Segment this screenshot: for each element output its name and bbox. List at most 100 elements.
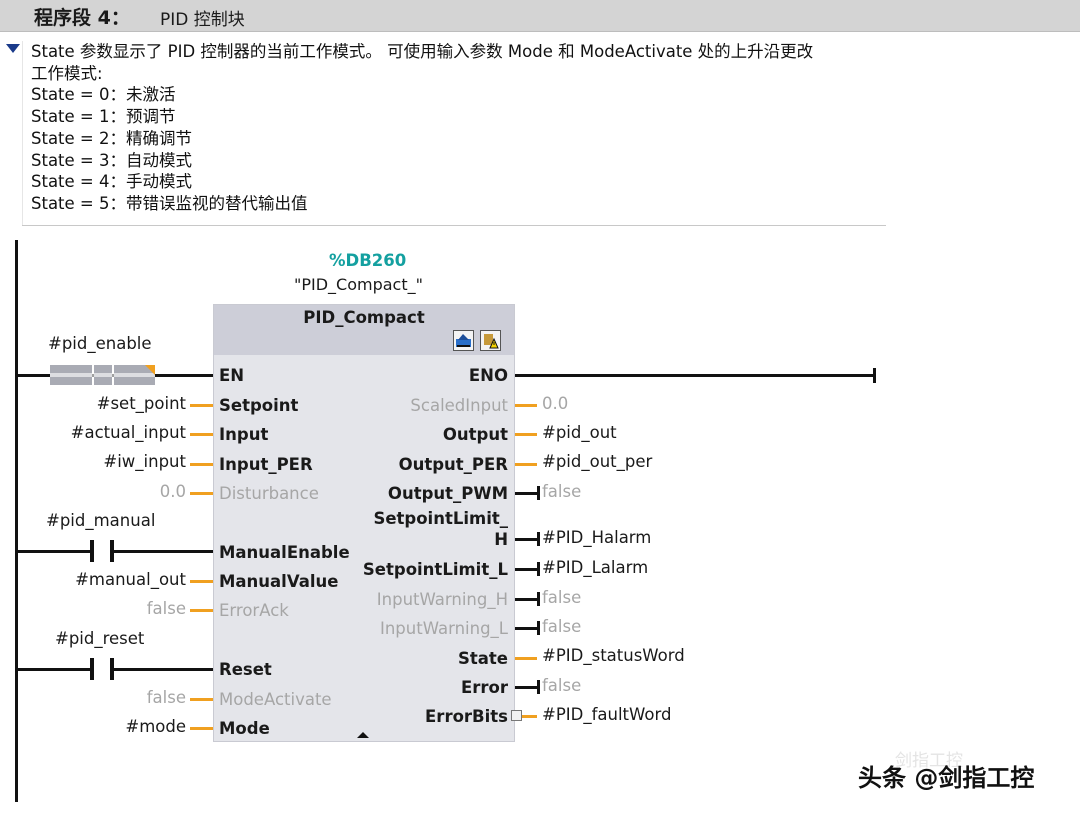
mode-wire <box>190 727 213 730</box>
error-bits-wire <box>522 715 537 718</box>
pin-mode: Mode <box>219 719 270 738</box>
manual-enable-wire-right <box>114 550 213 553</box>
input-operand[interactable]: #actual_input <box>70 423 186 442</box>
expand-arrow-icon[interactable] <box>357 732 369 738</box>
input-per-wire <box>190 463 213 466</box>
state-operand[interactable]: #PID_statusWord <box>542 646 685 665</box>
scaled-input-wire <box>515 404 537 407</box>
pin-en: EN <box>219 366 245 385</box>
input-per-operand[interactable]: #iw_input <box>103 452 186 471</box>
scaled-input-operand[interactable]: 0.0 <box>542 394 569 413</box>
commissioning-icon[interactable] <box>453 330 474 351</box>
reset-wire-left <box>17 668 90 671</box>
reset-contact-right[interactable] <box>110 658 114 680</box>
pin-manual-enable: ManualEnable <box>219 543 350 562</box>
pin-reset: Reset <box>219 660 272 679</box>
error-ack-operand[interactable]: false <box>146 599 186 618</box>
comment-line: State = 4：手动模式 <box>31 172 192 192</box>
state-wire <box>515 657 537 660</box>
network-subtitle: PID 控制块 <box>160 10 245 30</box>
setpoint-limit-l-operand[interactable]: #PID_Lalarm <box>542 558 649 577</box>
setpoint-limit-l-wire <box>515 568 537 571</box>
setpoint-wire <box>190 404 213 407</box>
pin-error-bits: ErrorBits <box>425 707 508 726</box>
input-warning-h-wire <box>515 598 537 601</box>
output-per-wire <box>515 463 537 466</box>
error-operand[interactable]: false <box>542 676 582 695</box>
pin-output-per: Output_PER <box>398 455 508 474</box>
output-operand[interactable]: #pid_out <box>542 423 617 442</box>
manual-contact-right[interactable] <box>110 540 114 562</box>
mode-operand[interactable]: #mode <box>125 717 186 736</box>
watermark-ghost: 剑指工控 <box>895 751 963 771</box>
db-number[interactable]: %DB260 <box>329 251 407 270</box>
pid-enable-contact[interactable] <box>50 365 155 385</box>
comment-line: State = 0：未激活 <box>31 85 176 105</box>
comment-line: 工作模式: <box>31 63 103 83</box>
en-operand[interactable]: #pid_enable <box>48 334 152 353</box>
output-pwm-wire <box>515 492 537 495</box>
reset-operand[interactable]: #pid_reset <box>55 629 145 648</box>
block-type-name: PID_Compact <box>303 308 425 327</box>
comment-line: State = 3：自动模式 <box>31 150 192 170</box>
pin-input-warning-h: InputWarning_H <box>376 590 508 609</box>
mode-activate-wire <box>190 698 213 701</box>
setpoint-limit-h-operand[interactable]: #PID_Halarm <box>542 528 652 547</box>
output-per-operand[interactable]: #pid_out_per <box>542 452 653 471</box>
eno-wire-end <box>873 368 876 383</box>
network-title: 程序段 4： <box>34 7 130 29</box>
configuration-icon[interactable] <box>480 330 501 351</box>
input-warning-l-wire-end <box>537 621 540 635</box>
reset-wire-right <box>114 668 213 671</box>
error-ack-wire <box>190 609 213 612</box>
mode-activate-operand[interactable]: false <box>146 688 186 707</box>
manual-value-wire <box>190 580 213 583</box>
setpoint-operand[interactable]: #set_point <box>96 394 186 413</box>
setpoint-limit-h-wire-end <box>537 532 540 546</box>
disturbance-wire <box>190 492 213 495</box>
manual-enable-operand[interactable]: #pid_manual <box>46 511 156 530</box>
manual-contact-left[interactable] <box>90 540 94 562</box>
pin-disturbance: Disturbance <box>219 484 319 503</box>
setpoint-limit-h-wire <box>515 538 537 541</box>
manual-value-operand[interactable]: #manual_out <box>75 570 186 589</box>
pin-scaled-input: ScaledInput <box>410 396 508 415</box>
power-rail <box>15 240 18 802</box>
comment-divider <box>22 225 886 226</box>
eno-wire <box>515 374 875 377</box>
setpoint-limit-l-wire-end <box>537 562 540 576</box>
collapse-triangle-icon[interactable] <box>6 44 20 53</box>
output-wire <box>515 433 537 436</box>
pin-input: Input <box>219 425 269 444</box>
input-warning-h-operand[interactable]: false <box>542 588 582 607</box>
output-pwm-operand[interactable]: false <box>542 482 582 501</box>
pin-eno: ENO <box>468 366 508 385</box>
pin-manual-value: ManualValue <box>219 572 339 591</box>
input-wire <box>190 433 213 436</box>
pin-mode-activate: ModeActivate <box>219 690 332 709</box>
pin-error: Error <box>460 678 508 697</box>
comment-line: State = 5：带错误监视的替代输出值 <box>31 193 308 213</box>
pin-setpoint: Setpoint <box>219 396 299 415</box>
comment-line: State = 1：预调节 <box>31 107 176 127</box>
pin-error-ack: ErrorAck <box>219 601 289 620</box>
input-warning-l-operand[interactable]: false <box>542 617 582 636</box>
comment-line: State = 2：精确调节 <box>31 128 192 148</box>
error-wire-end <box>537 680 540 694</box>
pin-output-pwm: Output_PWM <box>387 484 508 503</box>
manual-enable-wire-left <box>17 550 90 553</box>
input-warning-l-wire <box>515 627 537 630</box>
comment-line: State 参数显示了 PID 控制器的当前工作模式。 可使用输入参数 Mode… <box>31 42 814 61</box>
instance-db-name[interactable]: "PID_Compact_" <box>294 275 423 294</box>
error-bits-operand[interactable]: #PID_faultWord <box>542 705 672 724</box>
network-comment[interactable]: State 参数显示了 PID 控制器的当前工作模式。 可使用输入参数 Mode… <box>31 41 813 215</box>
disturbance-operand[interactable]: 0.0 <box>159 482 186 501</box>
pin-input-warning-l: InputWarning_L <box>379 619 508 638</box>
pin-output: Output <box>442 425 508 444</box>
reset-contact-left[interactable] <box>90 658 94 680</box>
output-pwm-wire-end <box>537 486 540 500</box>
error-wire <box>515 686 537 689</box>
comment-border <box>22 41 23 225</box>
pid-compact-block[interactable] <box>213 304 515 742</box>
pin-setpoint-limit-h-line1: SetpointLimit_ <box>373 509 508 528</box>
